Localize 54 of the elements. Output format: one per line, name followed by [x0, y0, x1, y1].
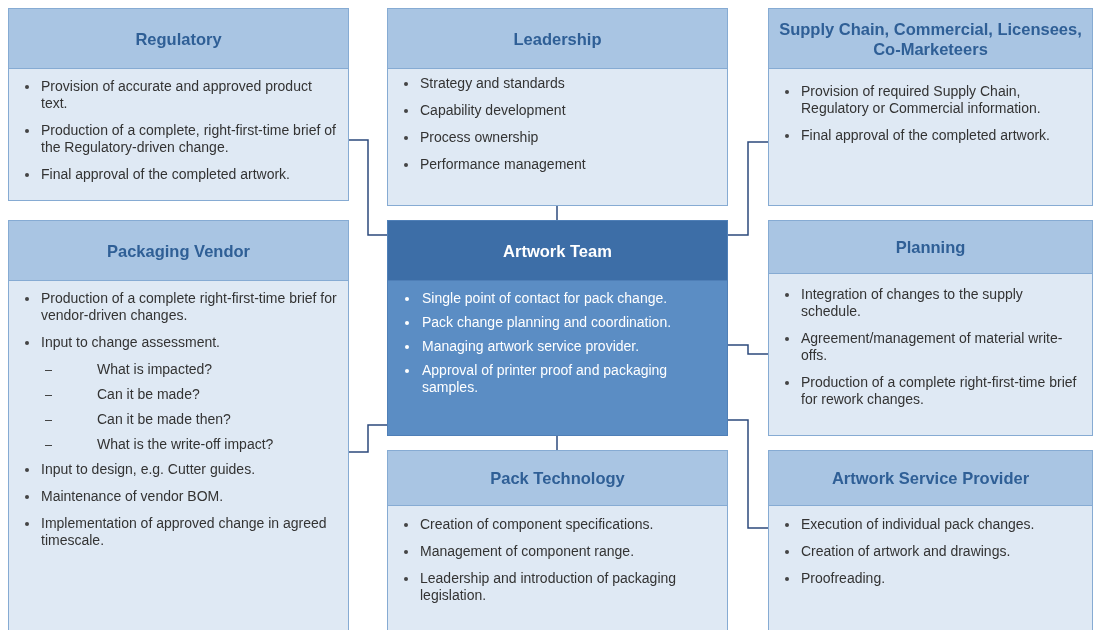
sub-bullet-text: Can it be made? [97, 386, 200, 402]
bullet-text: Production of a complete, right-first-time brief of the Regulatory-driven change. [41, 122, 336, 155]
bullet-text: Input to change assessment. [41, 334, 220, 350]
bullet-text: Creation of component specifications. [420, 516, 654, 532]
bullet-text: Creation of artwork and drawings. [801, 543, 1011, 559]
card-heading: Packaging Vendor [106, 240, 250, 261]
bullet-text: Agreement/management of material write-offs. [801, 330, 1063, 363]
bullet-text: Managing artwork service provider. [422, 338, 640, 354]
bullet-text: Process ownership [420, 129, 539, 145]
bullet-text: Production of a complete right-first-time brief for rework changes. [801, 374, 1077, 407]
bullet-text: Integration of changes to the supply schedule. [801, 286, 1023, 319]
connector-line [348, 139, 388, 236]
card-heading: Pack Technology [490, 468, 625, 488]
bullet-text: Strategy and standards [420, 75, 565, 91]
sub-bullet-text: What is impacted? [97, 361, 213, 377]
connector-line [556, 205, 558, 221]
connector-line [727, 141, 769, 236]
bullet-text: Management of component range. [420, 543, 635, 559]
role-card [8, 8, 349, 201]
bullet-text: Production of a complete right-first-time brief for vendor-driven changes. [41, 290, 337, 323]
connector-line [348, 424, 388, 453]
bullet-text: Final approval of the completed artwork. [41, 166, 290, 182]
connector-line [727, 344, 769, 355]
bullet-text: Leadership and introduction of packaging legislation. [420, 570, 677, 603]
bullet-text: Approval of printer proof and packaging samples. [422, 362, 668, 395]
bullet-text: Implementation of approved change in agreed timescale. [41, 515, 327, 548]
bullet-text: Single point of contact for pack change. [422, 290, 668, 306]
connector-line [727, 419, 769, 529]
bullet-text: Capability development [420, 102, 566, 118]
bullet-text: Final approval of the completed artwork. [801, 127, 1050, 143]
bullet-text: Pack change planning and coordination. [422, 314, 672, 330]
role-card [768, 8, 1093, 206]
central-role-card [387, 220, 728, 436]
bullet-text: Proofreading. [801, 570, 886, 586]
role-card [768, 220, 1093, 436]
bullet-text: Provision of required Supply Chain, Regulatory or Commercial information. [801, 83, 1041, 116]
card-heading: Planning [895, 237, 966, 257]
sub-bullet-text: What is the write-off impact? [97, 436, 274, 452]
role-card [8, 220, 349, 630]
bullet-text: Input to design, e.g. Cutter guides. [41, 461, 256, 477]
bullet-text: Provision of accurate and approved product text. [41, 78, 312, 111]
sub-bullet-text: Can it be made then? [97, 411, 231, 427]
card-heading: Artwork Team [503, 240, 612, 261]
bullet-text: Performance management [420, 156, 586, 172]
connector-line [556, 435, 558, 451]
role-card [387, 8, 728, 206]
bullet-text: Maintenance of vendor BOM. [41, 488, 224, 504]
bullet-text: Execution of individual pack changes. [801, 516, 1035, 532]
role-card [768, 450, 1093, 630]
card-heading: Supply Chain, Commercial, Licensees, Co-Marketeers [778, 18, 1083, 59]
card-heading: Regulatory [135, 28, 222, 49]
card-heading: Artwork Service Provider [831, 468, 1030, 488]
card-heading: Leadership [513, 28, 602, 49]
role-card [387, 450, 728, 630]
